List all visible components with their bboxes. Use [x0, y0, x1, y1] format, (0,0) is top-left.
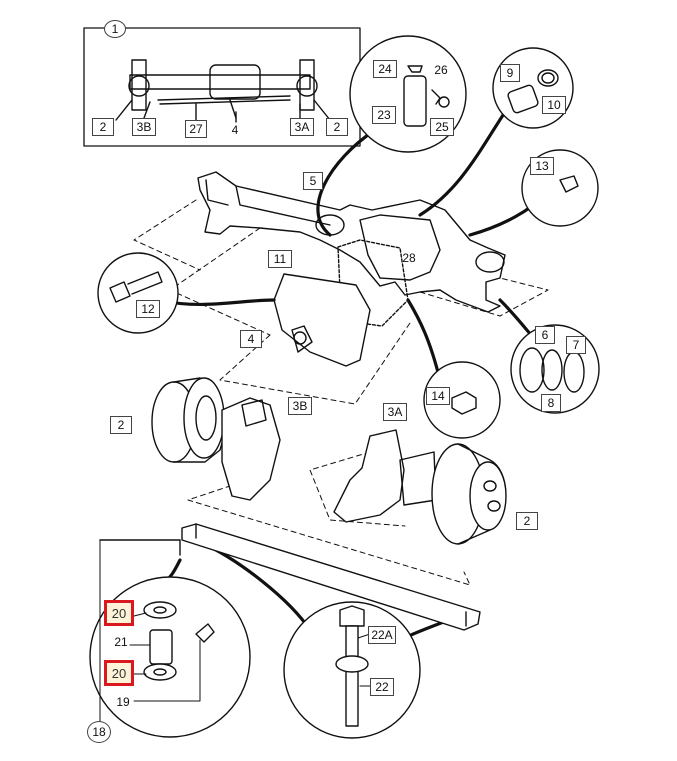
callout-24: 24	[373, 60, 397, 78]
callout-22: 22	[370, 678, 394, 696]
left-hub-assembly	[151, 377, 281, 501]
callout-8: 8	[541, 394, 561, 412]
callout-20-bottom-highlighted[interactable]: 20	[104, 660, 134, 686]
callout-21: 21	[114, 635, 128, 649]
callout-23: 23	[372, 106, 396, 124]
callout-9: 9	[500, 64, 520, 82]
cross-beam	[181, 523, 481, 631]
callout-4-inset: 4	[231, 123, 239, 137]
callout-2-inset-right: 2	[326, 118, 348, 136]
callout-2-left-hub: 2	[110, 416, 132, 434]
callout-14: 14	[426, 387, 450, 405]
callout-10: 10	[542, 96, 566, 114]
callout-26: 26	[434, 63, 448, 77]
overview-inset	[83, 27, 361, 147]
callout-6: 6	[535, 326, 555, 344]
callout-20-top-highlighted[interactable]: 20	[104, 600, 134, 626]
callout-5: 5	[303, 172, 323, 190]
callout-3a-inset: 3A	[290, 118, 314, 136]
callout-22a: 22A	[368, 626, 396, 644]
callout-11: 11	[268, 250, 292, 268]
right-hub-assembly	[333, 429, 507, 545]
detail-circle-bolt	[97, 252, 179, 334]
callout-2-right-hub: 2	[516, 512, 538, 530]
callout-3a: 3A	[383, 403, 407, 421]
callout-12: 12	[136, 300, 160, 318]
callout-3b-inset: 3B	[132, 118, 156, 136]
callout-28: 28	[402, 251, 416, 265]
callout-4: 4	[240, 330, 262, 348]
callout-18: 18	[87, 721, 111, 743]
callout-2-inset-left: 2	[92, 118, 114, 136]
callout-3b: 3B	[288, 397, 312, 415]
detail-circle-nut	[423, 361, 501, 439]
callout-13: 13	[530, 157, 554, 175]
callout-19: 19	[116, 695, 130, 709]
axle-housing	[197, 171, 506, 313]
callout-27: 27	[185, 120, 207, 138]
callout-7: 7	[566, 336, 586, 354]
callout-25: 25	[430, 118, 454, 136]
callout-1: 1	[104, 20, 126, 38]
differential-cover	[273, 239, 409, 367]
